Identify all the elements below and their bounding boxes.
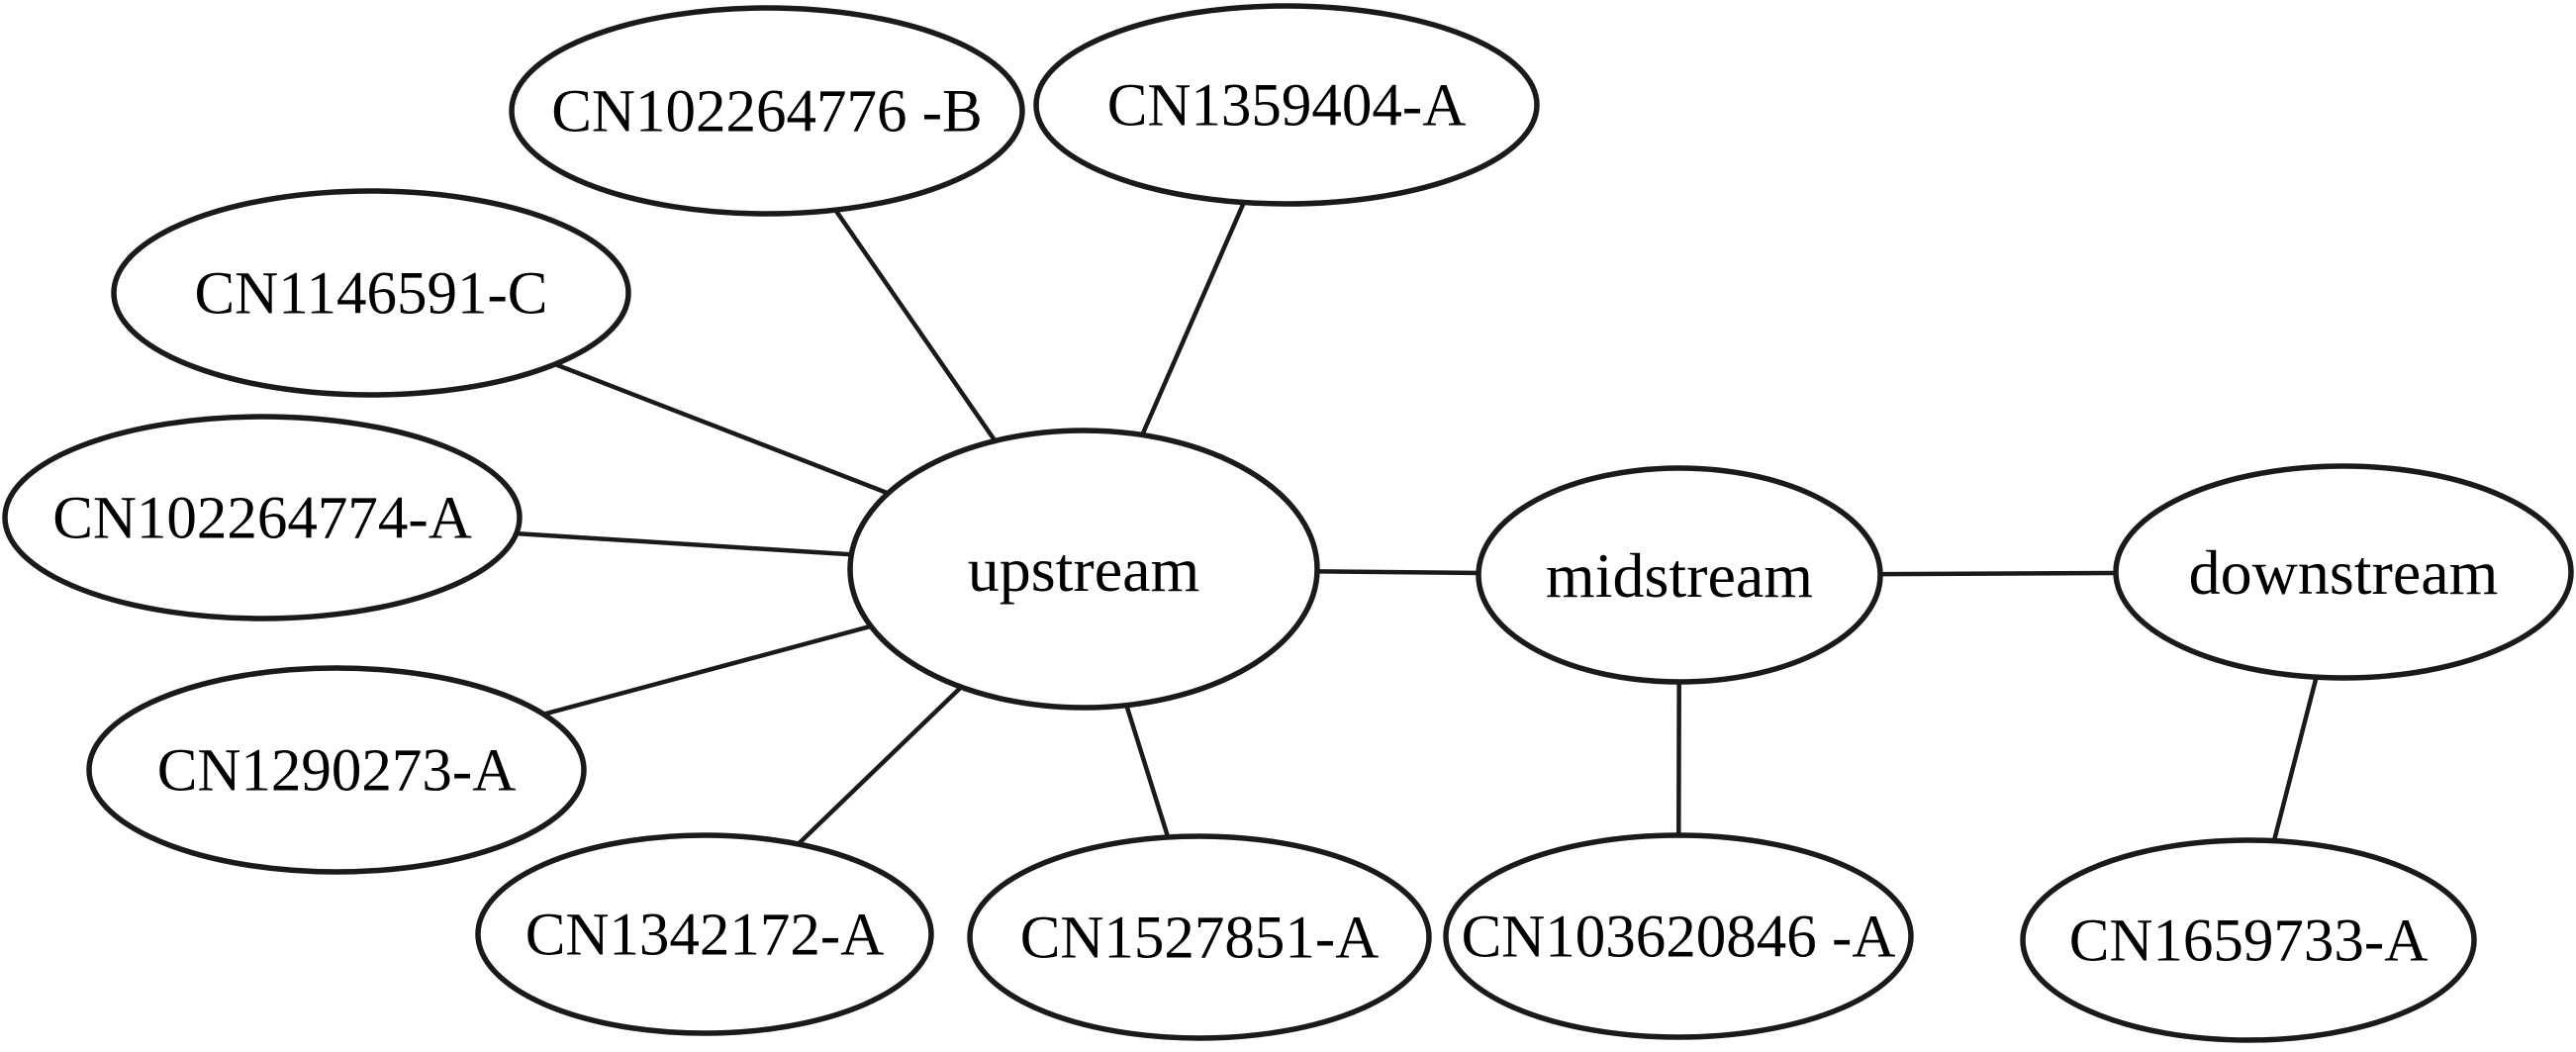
node-label-cn1359404a: CN1359404-A [1107, 73, 1467, 140]
node-cn103620846a: CN103620846 -A [1443, 832, 1914, 1040]
node-ellipse-cn1290273a [86, 665, 587, 875]
node-label-cn1290273a: CN1290273-A [157, 738, 517, 805]
node-cn1342172a: CN1342172-A [475, 832, 934, 1036]
node-upstream: upstream [847, 428, 1320, 711]
node-cn1527851a: CN1527851-A [967, 833, 1432, 1041]
node-label-cn1342172a: CN1342172-A [525, 903, 885, 969]
node-label-cn102264776b: CN102264776 -B [551, 79, 983, 145]
node-ellipse-cn102264774a [2, 414, 523, 622]
node-cn1659733a: CN1659733-A [2020, 837, 2477, 1043]
node-midstream: midstream [1476, 465, 1883, 685]
node-label-cn1146591c: CN1146591-C [195, 261, 548, 328]
node-cn1146591c: CN1146591-C [111, 188, 631, 398]
node-ellipse-cn102264776b [509, 5, 1025, 217]
node-label-upstream: upstream [968, 534, 1200, 605]
node-label-cn1659733a: CN1659733-A [2069, 909, 2429, 975]
node-ellipse-cn1146591c [111, 188, 631, 398]
node-ellipse-cn103620846a [1443, 832, 1914, 1040]
node-ellipse-downstream [2113, 463, 2574, 681]
node-label-cn102264774a: CN102264774-A [52, 486, 472, 552]
node-cn102264776b: CN102264776 -B [509, 5, 1025, 217]
node-downstream: downstream [2113, 463, 2574, 681]
node-cn102264774a: CN102264774-A [2, 414, 523, 622]
node-label-cn103620846a: CN103620846 -A [1462, 905, 1896, 971]
node-cn1359404a: CN1359404-A [1033, 3, 1540, 207]
node-label-downstream: downstream [2189, 537, 2499, 608]
node-ellipse-cn1342172a [475, 832, 934, 1036]
node-cn1290273a: CN1290273-A [86, 665, 587, 875]
node-ellipse-upstream [847, 428, 1320, 711]
node-ellipse-midstream [1476, 465, 1883, 685]
node-ellipse-cn1659733a [2020, 837, 2477, 1043]
node-ellipse-cn1527851a [967, 833, 1432, 1041]
node-label-midstream: midstream [1546, 540, 1813, 611]
node-ellipse-cn1359404a [1033, 3, 1540, 207]
node-label-cn1527851a: CN1527851-A [1020, 906, 1380, 972]
